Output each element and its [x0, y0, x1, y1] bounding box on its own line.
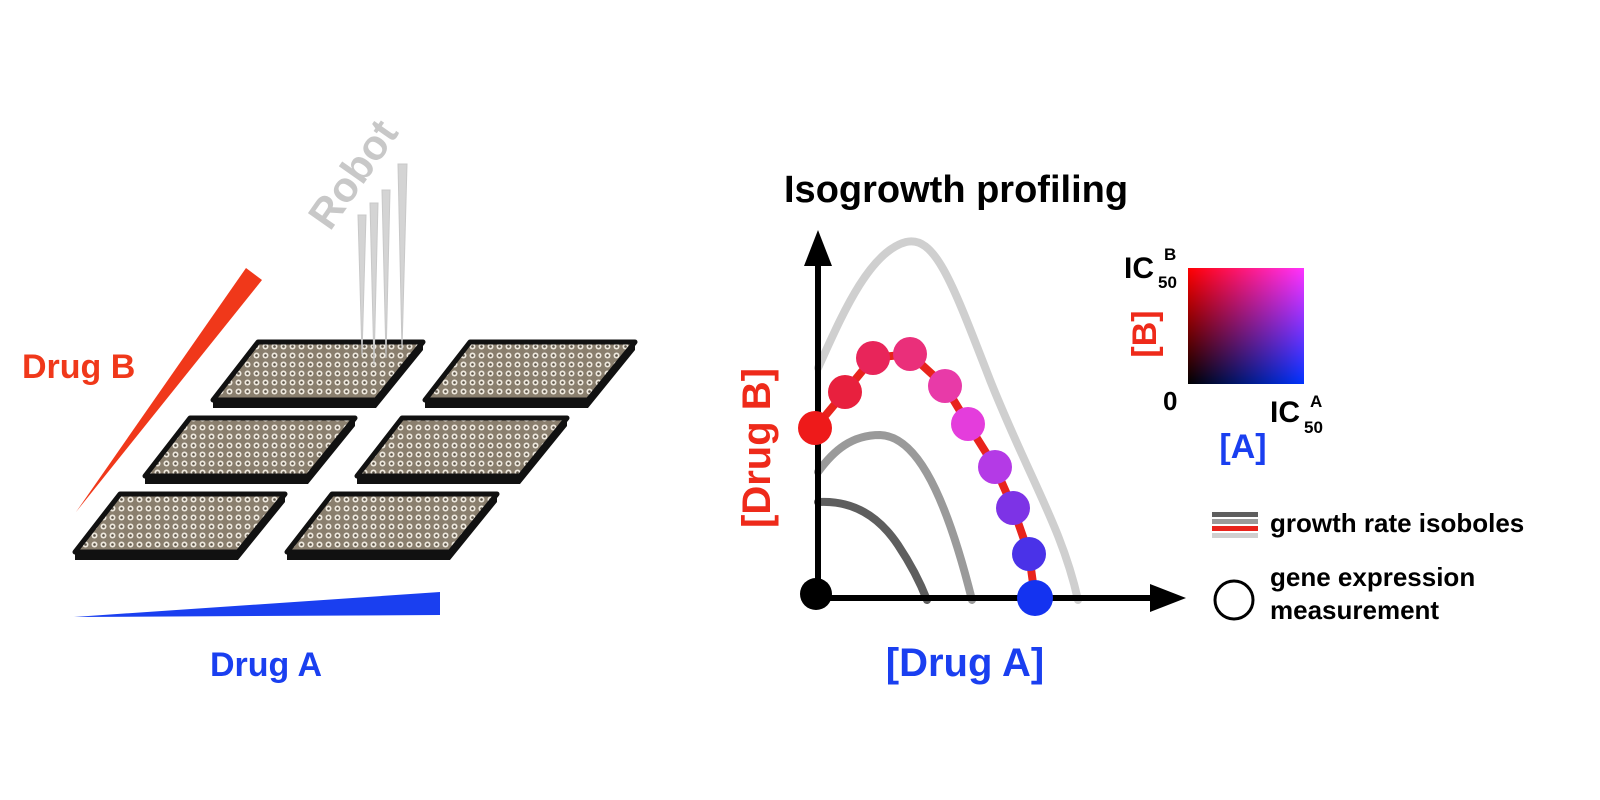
isobole-light — [814, 237, 1082, 604]
measurement-point — [1017, 580, 1053, 616]
x-axis-label: [Drug A] — [886, 641, 1044, 685]
drug-b-label: Drug B — [22, 348, 135, 386]
measurement-point — [996, 491, 1030, 525]
measurement-point — [828, 375, 862, 409]
measurement-point — [978, 450, 1012, 484]
panel-title: Isogrowth profiling — [784, 169, 1128, 211]
a-axis-label: [A] — [1219, 428, 1266, 466]
ic50-b-superscript: B — [1164, 245, 1176, 264]
ic50-a-superscript: A — [1310, 392, 1322, 411]
robot-pipette-icon — [357, 163, 408, 366]
measurement-legend-line1: gene expression — [1270, 562, 1475, 592]
measurement-points — [798, 337, 1053, 616]
isobole-measured — [811, 350, 1039, 599]
colormap-legend: IC 50 B 0 IC 50 A [B] [A] — [1124, 245, 1323, 466]
measurement-point — [893, 337, 927, 371]
measurement-point — [798, 411, 832, 445]
measurement-point — [951, 407, 985, 441]
robot-label: Robot — [299, 111, 407, 237]
isobole-dark — [814, 497, 931, 604]
right-panel: Isogrowth profiling [Drug B] [Drug — [735, 169, 1524, 685]
well-plate-icon — [210, 339, 426, 403]
ic50-b-subscript: 50 — [1158, 273, 1177, 292]
measurement-point — [856, 341, 890, 375]
measurement-point — [928, 369, 962, 403]
well-plate-icon — [142, 415, 358, 479]
origin-point — [800, 578, 832, 610]
isoboles-legend-label: growth rate isoboles — [1270, 508, 1524, 538]
ic50-a-label: IC — [1270, 396, 1300, 429]
x-axis-arrow-icon — [1150, 584, 1186, 612]
well-plate-icon — [422, 339, 638, 403]
drug-a-gradient-wedge-icon — [74, 592, 440, 617]
isobole-medium — [814, 430, 976, 604]
y-axis-arrow-icon — [804, 230, 832, 266]
ic50-b-label: IC — [1124, 252, 1154, 285]
left-panel: Drug B Robot Drug A — [22, 111, 638, 684]
measurement-legend-icon — [1213, 579, 1255, 621]
b-axis-label: [B] — [1126, 310, 1164, 357]
measurement-point — [1012, 537, 1046, 571]
measurement-legend-line2: measurement — [1270, 595, 1439, 625]
legend: growth rate isoboles gene expression mea… — [1212, 508, 1524, 625]
drug-a-label: Drug A — [210, 646, 322, 684]
ic50-a-subscript: 50 — [1304, 418, 1323, 437]
drug-b-gradient-wedge-icon — [76, 268, 262, 512]
zero-label: 0 — [1163, 386, 1177, 416]
y-axis-label: [Drug B] — [735, 368, 779, 528]
well-plate-icon — [72, 491, 288, 555]
well-plate-icon — [354, 415, 570, 479]
isoboles-legend-icon — [1212, 512, 1258, 538]
well-plate-icon — [284, 491, 500, 555]
plate-array — [72, 339, 638, 560]
